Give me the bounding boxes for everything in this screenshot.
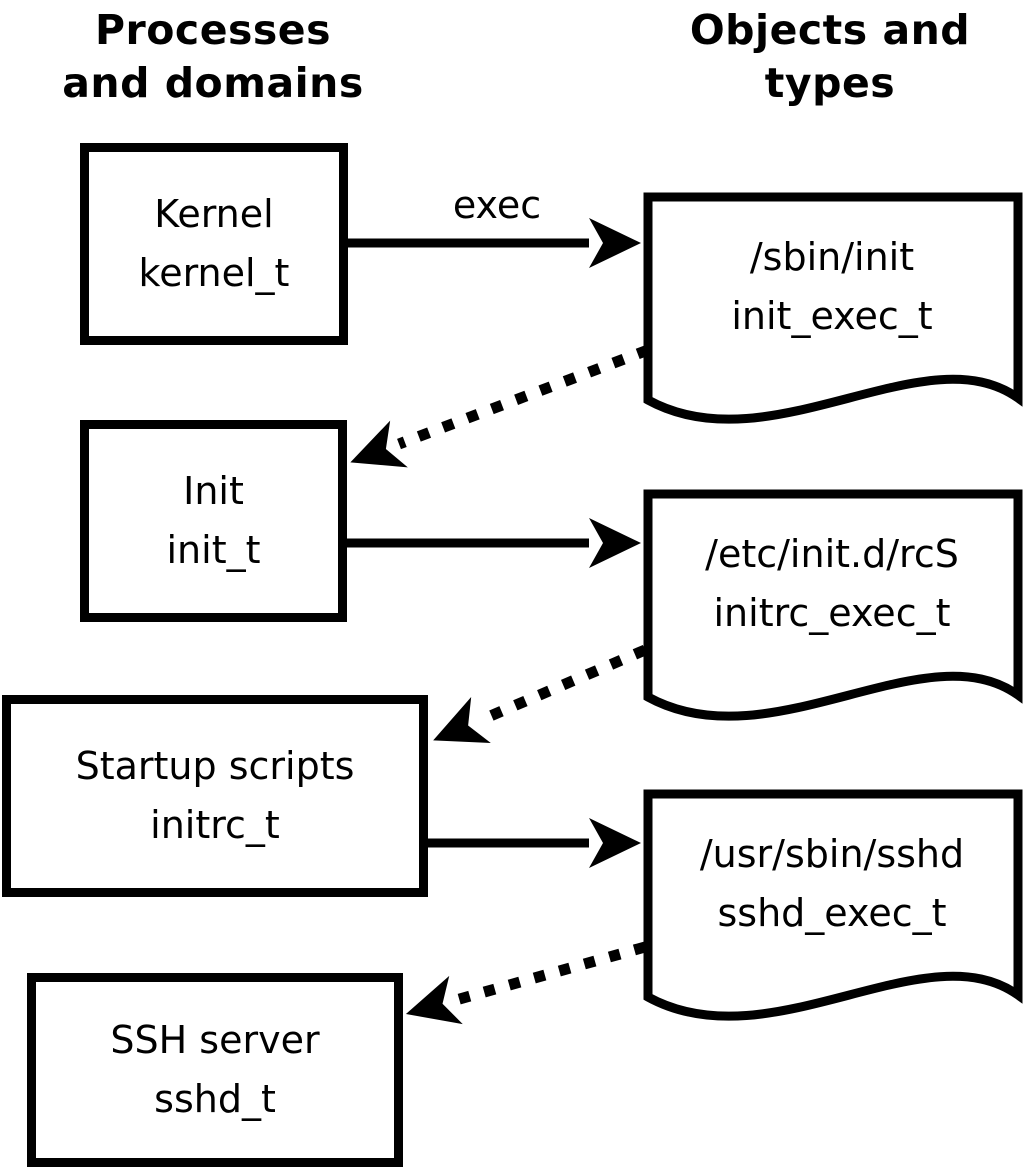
object-doc-usr-sbin-sshd xyxy=(643,789,1023,1021)
object-path: /usr/sbin/sshd xyxy=(699,832,965,876)
process-name: Kernel xyxy=(154,192,274,236)
process-node-init: Init init_t xyxy=(80,420,347,622)
object-type: init_exec_t xyxy=(731,294,933,338)
process-name: Init xyxy=(183,469,244,513)
right-column-header: Objects and types xyxy=(689,6,971,107)
process-box-initrc xyxy=(2,695,428,897)
process-node-sshd: SSH server sshd_t xyxy=(27,973,403,1167)
process-type: initrc_t xyxy=(150,803,280,847)
object-node-etc-initd-rcs: /etc/init.d/rcS initrc_exec_t xyxy=(644,494,1020,674)
process-type: kernel_t xyxy=(138,251,290,295)
process-node-initrc: Startup scripts initrc_t xyxy=(2,695,428,897)
object-doc-sbin-init xyxy=(643,192,1023,424)
process-box-kernel xyxy=(80,143,348,345)
process-name: SSH server xyxy=(110,1018,320,1062)
exec-arrow-label: exec xyxy=(452,183,542,227)
object-doc-etc-initd-rcs xyxy=(643,489,1023,721)
transition-arrow-initrcexec-to-initrc xyxy=(433,644,648,743)
transition-arrow-sshdexec-to-sshd xyxy=(405,941,647,1025)
process-type: init_t xyxy=(166,528,261,572)
left-column-header: Processes and domains xyxy=(62,6,364,107)
object-node-sbin-init: /sbin/init init_exec_t xyxy=(644,197,1020,377)
object-path: /sbin/init xyxy=(749,235,915,279)
process-box-init xyxy=(80,420,347,622)
process-box-sshd xyxy=(27,973,403,1167)
object-type: initrc_exec_t xyxy=(713,591,951,635)
object-node-usr-sbin-sshd: /usr/sbin/sshd sshd_exec_t xyxy=(644,794,1020,974)
process-node-kernel: Kernel kernel_t xyxy=(80,143,348,345)
object-path: /etc/init.d/rcS xyxy=(705,532,959,576)
process-type: sshd_t xyxy=(154,1077,276,1121)
process-name: Startup scripts xyxy=(75,744,355,788)
object-type: sshd_exec_t xyxy=(717,891,947,935)
transition-arrow-initexec-to-init xyxy=(350,344,650,468)
